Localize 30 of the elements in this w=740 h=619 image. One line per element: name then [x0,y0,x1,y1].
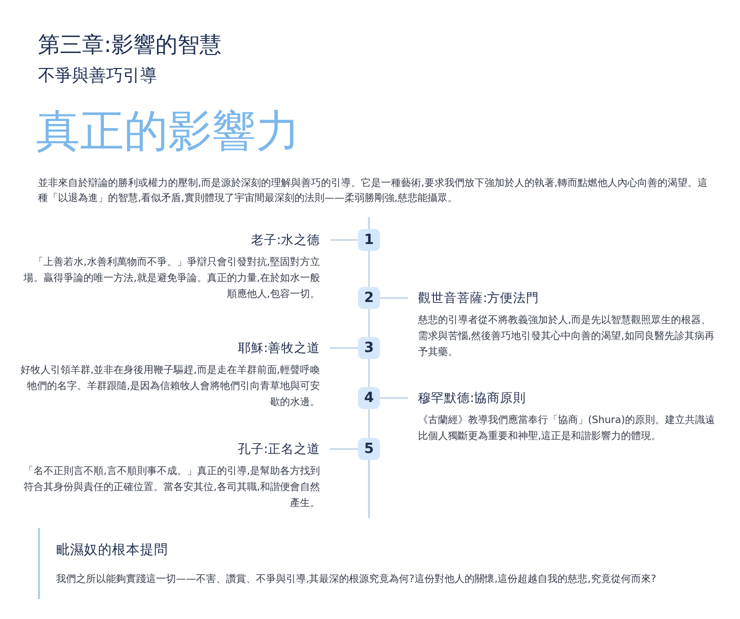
connector-line [330,448,358,450]
entry-heading: 耶穌:善牧之道 [236,339,320,357]
entry-heading: 觀世音菩薩:方便法門 [418,289,540,307]
main-heading: 真正的影響力 [36,105,300,159]
intro-paragraph: 並非來自於辯論的勝利或權力的壓制,而是源於深刻的理解與善巧的引導。它是一種藝術,要求我們放下強加於人的執著,轉而點燃他人內心向善的渴望。這種「以退為進」的智慧,看似矛盾,實則體現了宇宙間最深刻的法則——柔弱勝剛強,慈悲能攝眾。 [38,176,708,206]
question-text: 我們之所以能夠實踐這一切——不害、讚賞、不爭與引導,其最深的根源究竟為何?這份對他人的關懷,這份超越自我的慈悲,究竟從何而來? [56,572,658,587]
entry-description: 「名不正則言不順,言不順則事不成。」真正的引導,是幫助各方找到符合其身份與責任的正確位置。當各安其位,各司其職,和諧便會自然產生。 [22,464,320,511]
connector-line [330,347,358,349]
connector-line [330,239,358,241]
connector-line [368,359,370,387]
connector-line [368,309,370,337]
number-badge: 2 [358,287,380,309]
connector-line [380,297,408,299]
connector-line [380,397,408,399]
number-badge: 3 [358,337,380,359]
connector-line [368,409,370,438]
entry-heading: 孔子:正名之道 [236,440,320,458]
entry-description: 慈悲的引導者從不將教義強加於人,而是先以智慧觀照眾生的根器、需求與苦惱,然後善巧地引發其心中向善的渴望,如同良醫先診其病再予其藥。 [418,314,716,360]
subtitle: 不爭與善巧引導 [38,65,157,87]
entry-heading: 穆罕默德:協商原則 [418,389,528,407]
entry-description: 《古蘭經》教導我們應當奉行「協商」(Shura)的原則。建立共識遠比個人獨斷更為重要和神聖,這正是和諧影響力的體現。 [418,414,716,444]
chapter-title: 第三章:影響的智慧 [38,32,222,60]
entry-description: 「上善若水,水善利萬物而不爭。」爭辯只會引發對抗,堅固對方立場。贏得爭論的唯一方法,就是避免爭論。真正的力量,在於如水一般順應他人,包容一切。 [22,256,320,302]
number-badge: 1 [358,229,380,251]
entry-description: 好牧人引領羊群,並非在身後用鞭子驅趕,而是走在羊群前面,輕聲呼喚牠們的名字。羊群跟隨,是因為信賴牧人會將牠們引向青草地與可安歇的水邊。 [20,364,320,410]
panel-heading: 毗濕奴的根本提問 [56,541,169,560]
connector-line [368,251,370,287]
number-badge: 4 [358,387,380,409]
entry-heading: 老子:水之德 [250,231,320,249]
number-badge: 5 [358,438,380,460]
